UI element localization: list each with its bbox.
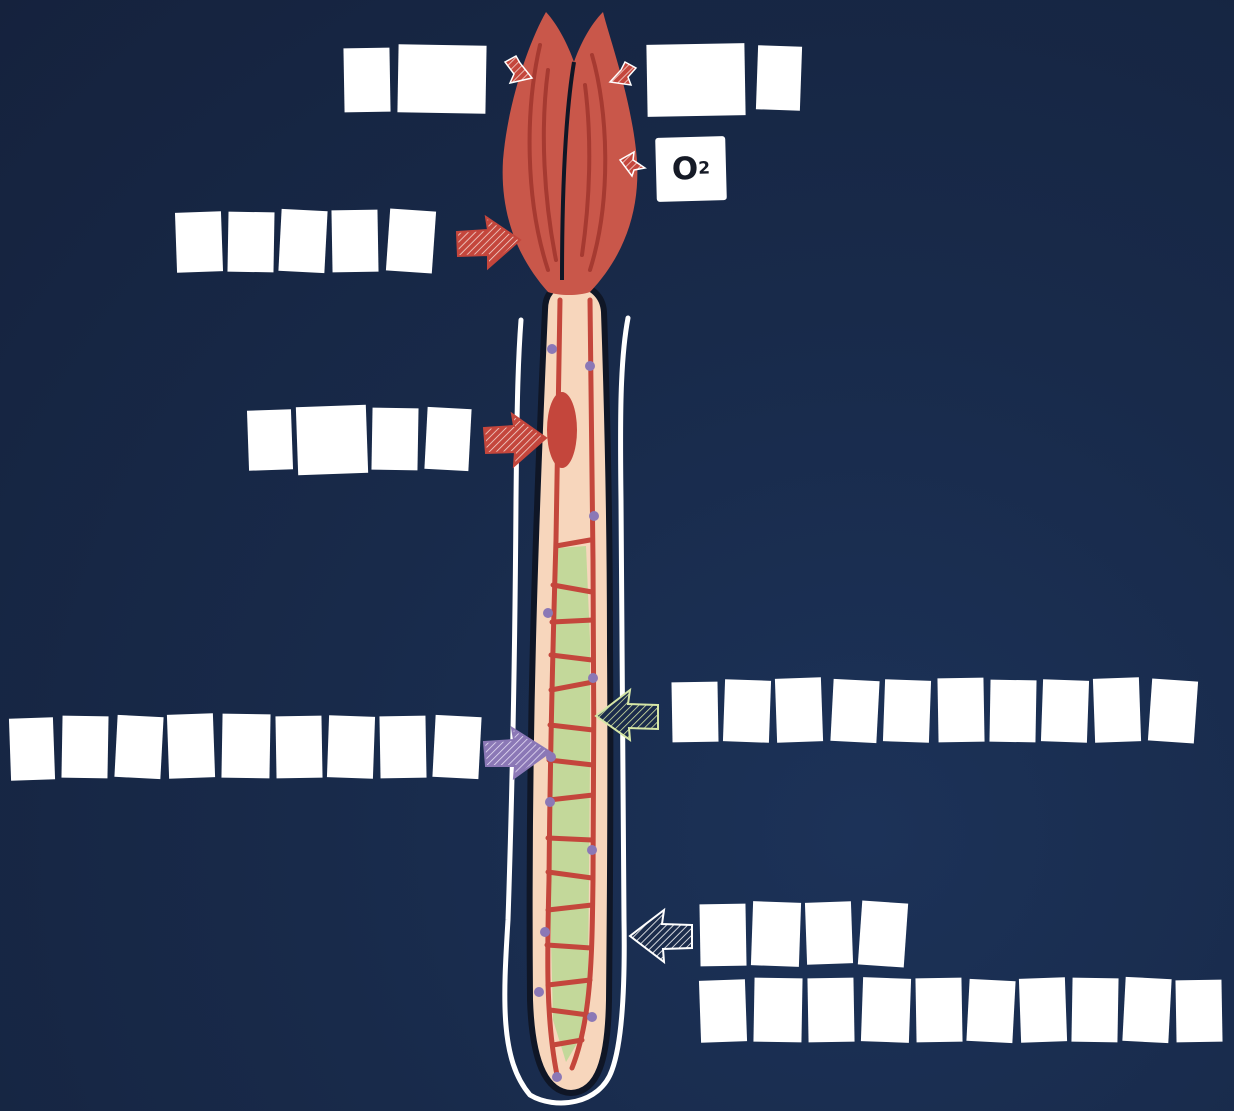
heart [547, 392, 577, 468]
label-blank-bacteria[interactable] [9, 713, 482, 781]
label-blank-trophosome[interactable] [671, 677, 1198, 743]
oxygen-label-main: O [671, 151, 698, 188]
label-blank-plume[interactable] [175, 208, 436, 273]
plume [503, 12, 638, 295]
label-blank-tube-line1[interactable] [699, 900, 908, 967]
label-blank-tube-line2[interactable] [699, 977, 1223, 1043]
arrow-tube [630, 910, 692, 962]
label-blank-heart[interactable] [247, 405, 472, 475]
label-blank-top-left[interactable] [343, 44, 486, 114]
label-blank-top-right[interactable] [646, 43, 802, 117]
oxygen-label-subscript: 2 [698, 159, 710, 179]
